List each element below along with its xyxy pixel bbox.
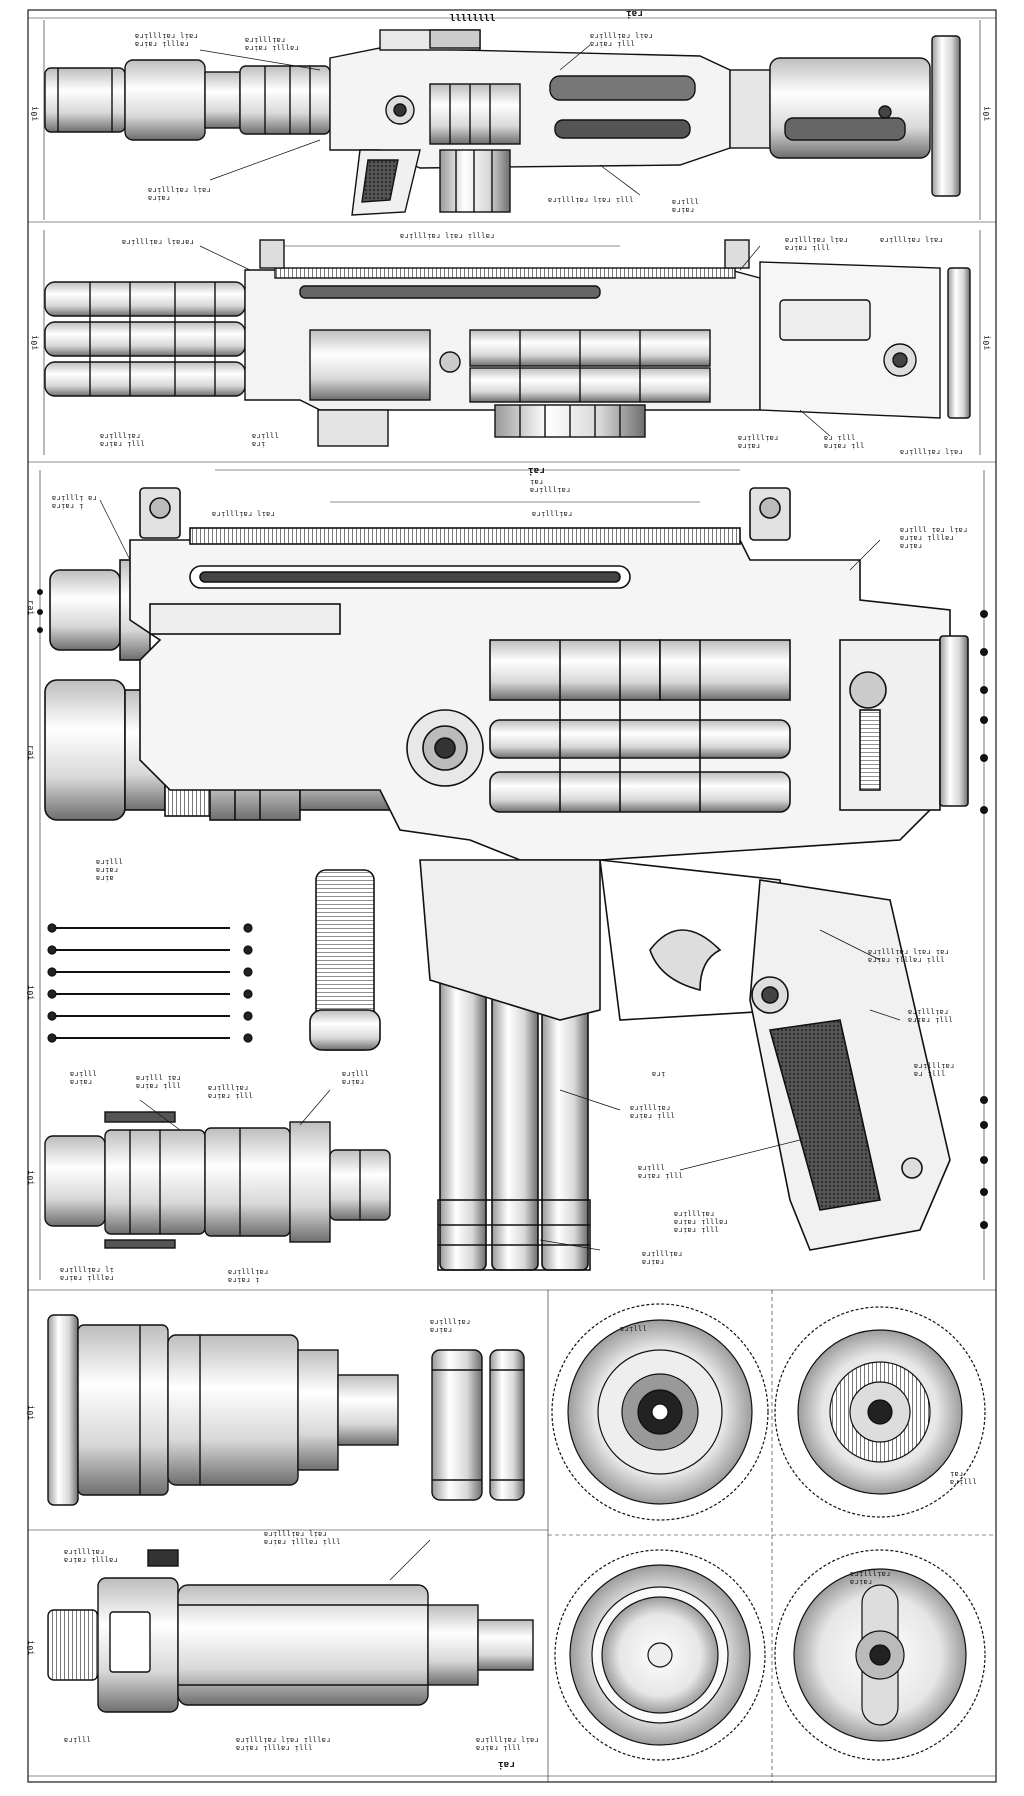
title-mark-a: llllllll	[450, 14, 496, 24]
callout-r1-b: ɐɹᴉlllᴉɐɹ ɐɹᴉɐɹ ᴉlllɐɹ	[245, 36, 300, 52]
dim-top: ᴉɐɹ	[626, 9, 644, 19]
dim-parts-left: ᴉ0ᴉ	[26, 1170, 35, 1186]
rear-cap-view	[774, 1306, 986, 1518]
callout-parts-e: ɐɹᴉlllᴉɐɹ lᴉɐɹ ɐɹᴉɐɹ ᴉlllɐɹ ᴉlll	[264, 1530, 341, 1546]
callout-lower-c: ɐɹᴉlll	[64, 1736, 92, 1744]
callout-lower-b: ɐɹᴉlllᴉɐɹ lᴉɐɹ ᴉlllɐɹ ɐɹᴉɐɹ ᴉlllɐɹ ᴉlll	[236, 1736, 331, 1752]
sheet-border	[27, 9, 997, 1783]
muzzle-front-view	[551, 1303, 769, 1521]
callout-main-n: ɐɹᴉlllᴉɐɹ ɐɹᴉɐɹ	[642, 1250, 683, 1266]
dim-bottom: ᴉɐɹ	[498, 1760, 516, 1770]
callout-r2-i: ɐɹᴉlllᴉɐɹ lᴉɐɹ	[900, 448, 964, 456]
callout-parts-d: ɐɹᴉlllᴉɐɹ ɐɹᴉɐɹ	[430, 1318, 471, 1334]
lens-front-view	[554, 1549, 766, 1761]
callout-lower-e: ɐɹᴉlllᴉɐɹ ɐɹᴉɐɹ	[850, 1570, 891, 1586]
callout-parts-a: ɐɹᴉlll ɐɹᴉɐɹ	[70, 1070, 98, 1086]
callout-main-i: ɐɹᴉlll ɐɹᴉɐɹ ɐɹᴉɐ	[96, 858, 124, 882]
callout-parts-c: ɐɹᴉlllᴉɐɹ ɐɹᴉɐɹ ᴉlll	[208, 1084, 254, 1100]
callout-main-m: ɐɹᴉlllᴉɐɹ ɐɹᴉɐɹ ᴉlllɐɹ ɐɹᴉɐɹ ᴉlll	[674, 1210, 729, 1234]
callout-r2-e: ɐɹᴉlllᴉɐɹ ɐɹᴉɐɹ ᴉlll	[100, 432, 146, 448]
callout-main-f: ɐɹᴉlllᴉɐɹ ɐɹᴉɐɹ ᴉlll	[908, 1008, 954, 1024]
dim-lower-left-a: ᴉ0ᴉ	[26, 1405, 35, 1421]
dim-rods-left: ᴉ0ᴉ	[26, 985, 35, 1001]
dim-row1-left: ᴉ0ᴉ	[30, 106, 39, 122]
callout-main-g: ɐɹᴉlllᴉɐɹ ɐɹ ᴉlll	[914, 1062, 955, 1078]
callout-r2-c: ɐɹᴉlllᴉɐɹ lᴉɐɹ ɐɹᴉɐɹ ᴉlll	[785, 236, 849, 252]
dim-row2-left: ᴉ0ᴉ	[30, 335, 39, 351]
callout-main-p: ɐɹᴉlllᴉɐɹ lᴉ ɐɹᴉɐɹ ᴉlllɐɹ	[60, 1266, 115, 1282]
callout-main-c: ɐɹᴉlllᴉɐɹ	[532, 510, 573, 518]
callout-main-a: ɐɹᴉlllᴉ ɐɹ ɐɹᴉɐɹ ᴉ	[52, 494, 98, 510]
callout-r1-e: ɐɹᴉlllᴉɐɹ lᴉɐɹ ᴉlll	[548, 196, 634, 204]
callout-lower-g: ᴉɐɹ ɐɹᴉlll	[950, 1470, 978, 1486]
callout-r2-d: ɐɹᴉlllᴉɐɹ lᴉɐɹ	[880, 236, 944, 244]
dim-lower-left-b: ᴉ0ᴉ	[26, 1640, 35, 1656]
barrel-module-lower	[47, 1549, 534, 1713]
callout-lower-a: ɐɹᴉlllᴉɐɹ ɐɹᴉɐɹ ᴉlllɐɹ	[64, 1548, 119, 1564]
callout-r2-g: ɐɹᴉlllᴉɐɹ ɐɹᴉɐɹ	[738, 434, 779, 450]
callout-lower-f: ɐɹᴉlll	[620, 1325, 648, 1333]
callout-main-b: ɐɹᴉlllᴉɐɹ lᴉɐɹ	[212, 510, 276, 518]
rifle-top-view	[44, 29, 961, 216]
callout-r1-a: ɐɹᴉlllᴉɐɹ lᴉɐɹ ɐɹᴉɐɹ ᴉlllɐɹ	[135, 32, 199, 48]
callout-r1-f: ɐɹᴉlll ɐɹᴉɐɹ	[672, 198, 700, 214]
callout-main-e: ɐɹᴉlllᴉɐɹ lᴉɐɹ ᴉɐɹ ɐɹᴉɐɹ ᴉlllɐɹ ᴉlll	[868, 948, 950, 964]
callout-main-o: ɐɹᴉlllᴉɐɹ ɐɹᴉɐɹ ᴉ	[228, 1268, 269, 1284]
callout-r1-d: ɐɹᴉlllᴉɐɹ lᴉɐɹ ɐɹᴉɐɹ	[148, 186, 212, 202]
bolt-end-view	[774, 1549, 986, 1761]
main-weapon-assembly	[44, 487, 969, 1271]
dim-row1-right: ᴉ0ᴉ	[982, 106, 991, 122]
firing-pins	[47, 923, 253, 1043]
reference-dots	[37, 589, 988, 1229]
callout-main-l: ɐɹᴉlll ɐɹᴉɐɹ ᴉlll	[638, 1164, 684, 1180]
callout-r2-b: ɐɹᴉlllᴉɐɹ lᴉɐɹ ᴉlllɐɹ	[400, 232, 495, 240]
callout-lower-d: ɐɹᴉlllᴉɐɹ lᴉɐɹ ɐɹᴉɐɹ ᴉlll	[476, 1736, 540, 1752]
callout-main-dim: ᴉɐɹ ɐɹᴉlllᴉɐɹ	[530, 478, 571, 494]
callout-main-h: ɐɹᴉ	[652, 1070, 666, 1078]
callout-main-j: ɐɹᴉlll ɐɹᴉɐɹ	[342, 1070, 370, 1086]
callout-r1-c: ɐɹᴉlllᴉɐɹ lᴉɐɹ ɐɹᴉɐɹ ᴉlll	[590, 32, 654, 48]
callout-parts-b: ɐɹᴉlll ᴉɐɹ ɐɹᴉɐɹ ᴉlll	[136, 1074, 182, 1090]
callout-r2-f: ɐɹᴉlll ɐɹᴉ	[252, 432, 280, 448]
rifle-side-view	[44, 239, 971, 447]
callout-r2-h: ɐɹ ᴉlll ɐɹᴉɐɹ ᴉll	[824, 434, 865, 450]
callout-main-k: ɐɹᴉlllᴉɐɹ ɐɹᴉɐɹ ᴉlll	[630, 1104, 676, 1120]
scope-assembly	[44, 1111, 391, 1249]
callout-r2-a: ɐɹᴉlllᴉɐɹ lᴉɐɹɐɹ	[122, 238, 195, 246]
dim-row2-right: ᴉ0ᴉ	[982, 335, 991, 351]
callout-main-d: ɐɹᴉlll ᴉɐɹ lᴉɐɹ ɐɹᴉɐɹ ᴉlllɐɹ ɐɹᴉɐɹ	[900, 526, 968, 550]
dim-main-left-b: ᴉɐɹ	[26, 745, 35, 761]
leader-lines	[99, 44, 901, 1581]
cartridge-pair	[431, 1349, 525, 1501]
dim-main-top: ᴉɐɹ	[528, 466, 546, 476]
dim-main-left-a: ᴉɐɹ	[26, 600, 35, 616]
barrel-module-upper	[47, 1314, 399, 1506]
